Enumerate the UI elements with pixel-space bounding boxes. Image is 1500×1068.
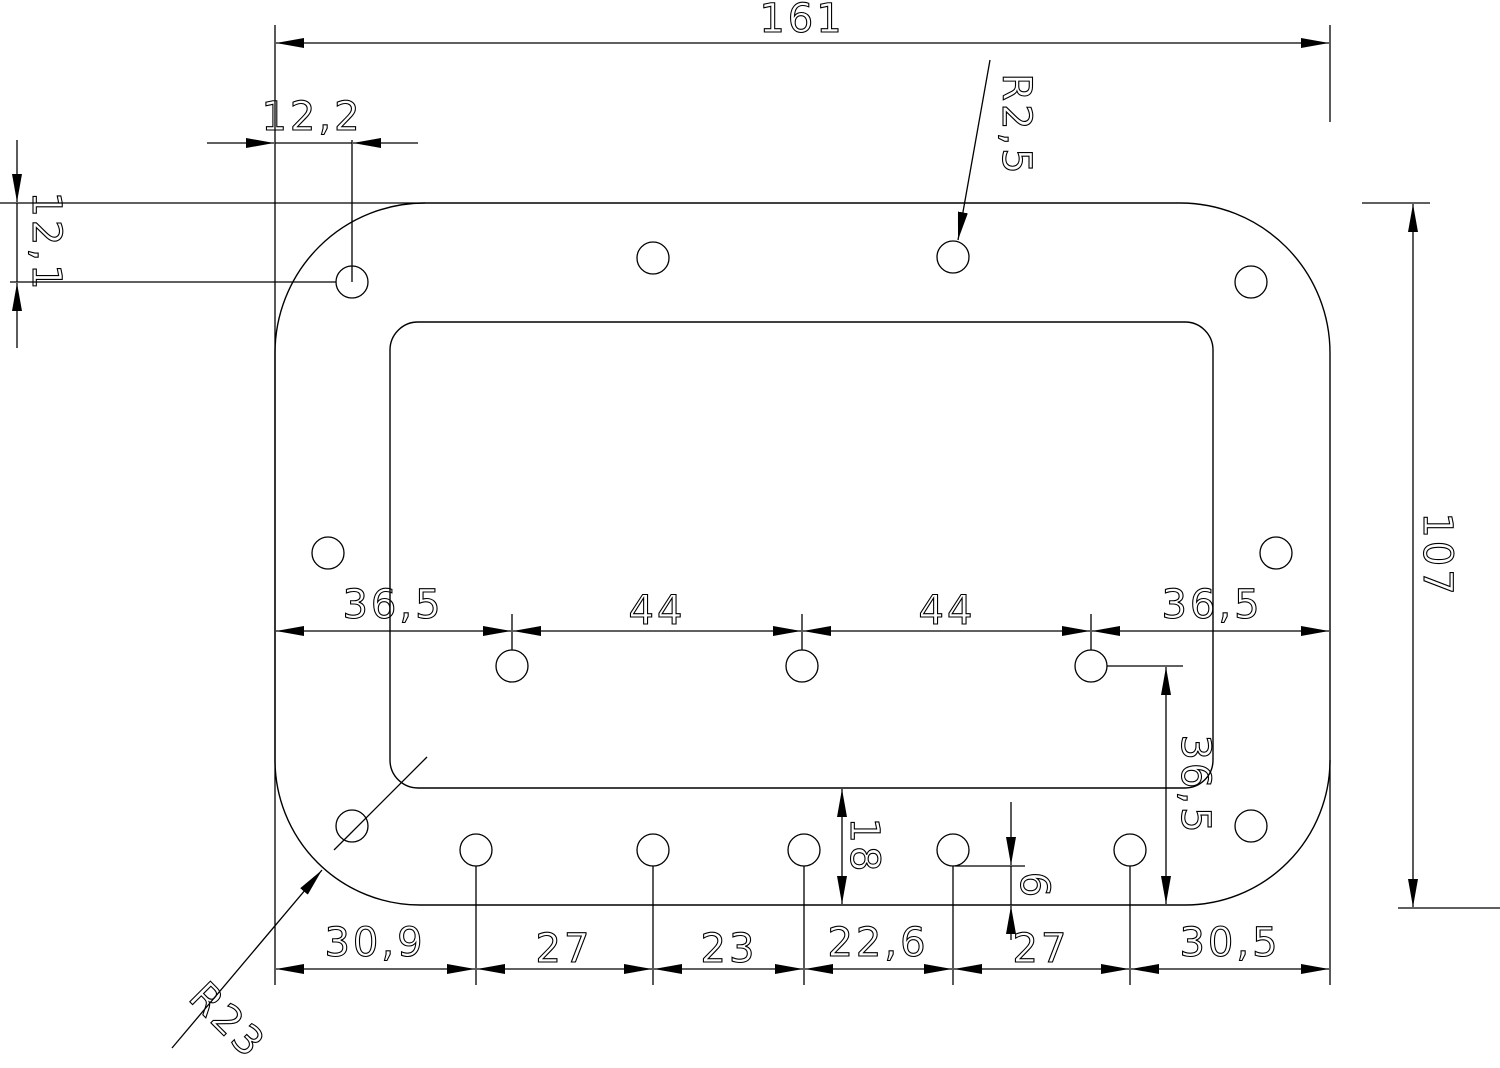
dim-label: 107 [1414, 512, 1460, 597]
hole [936, 833, 970, 867]
hole [1234, 265, 1268, 299]
dim-label: 36,5 [342, 582, 443, 628]
dim-label: 44 [629, 588, 686, 634]
dim-label: 44 [919, 588, 976, 634]
dim-bottom-hole-offset: 6 [955, 802, 1058, 940]
inner-cutout [389, 321, 1214, 789]
dim-label: 36,5 [1161, 582, 1262, 628]
hole [1113, 833, 1147, 867]
hole [785, 649, 819, 683]
dim-label: 12,2 [261, 94, 362, 140]
hole [636, 833, 670, 867]
hole [1259, 536, 1293, 570]
dim-hole-offset-y: 12,1 [0, 140, 425, 348]
dim-label: 23 [701, 926, 758, 972]
hole [335, 809, 369, 843]
dim-label: R2,5 [993, 73, 1039, 176]
hole [787, 833, 821, 867]
dim-label: 30,5 [1179, 920, 1280, 966]
dim-hole-radius: R2,5 [957, 59, 1040, 241]
dim-overall-height: 107 [1362, 202, 1500, 909]
dim-label: 12,1 [23, 191, 69, 292]
dim-inner-bottom-gap: 18 [837, 789, 888, 904]
hole [495, 649, 529, 683]
hole [936, 240, 970, 274]
dim-label: 27 [1013, 926, 1070, 972]
dim-label: 161 [759, 0, 844, 42]
dim-corner-radius: R23 [171, 756, 428, 1068]
dim-label: 27 [536, 926, 593, 972]
dim-label: 30,9 [324, 920, 425, 966]
outer-outline [274, 202, 1331, 906]
dim-hole-offset-x: 12,2 [207, 93, 418, 282]
hole [636, 241, 670, 275]
mounting-holes [311, 240, 1293, 867]
hole [1074, 649, 1108, 683]
hole [1234, 809, 1268, 843]
dim-middle-row: 36,5 44 44 36,5 [276, 581, 1329, 650]
dim-label: 22,6 [827, 920, 928, 966]
dim-label: 36,5 [1172, 734, 1218, 835]
dim-label: 6 [1011, 872, 1057, 900]
dim-label: 18 [841, 818, 887, 875]
dim-bottom-row: 30,9 27 23 22,6 27 30,5 [274, 760, 1331, 985]
hole [311, 536, 345, 570]
dim-overall-width: 161 [274, 0, 1331, 760]
dim-middle-row-height: 36,5 [1107, 665, 1219, 904]
hole [459, 833, 493, 867]
